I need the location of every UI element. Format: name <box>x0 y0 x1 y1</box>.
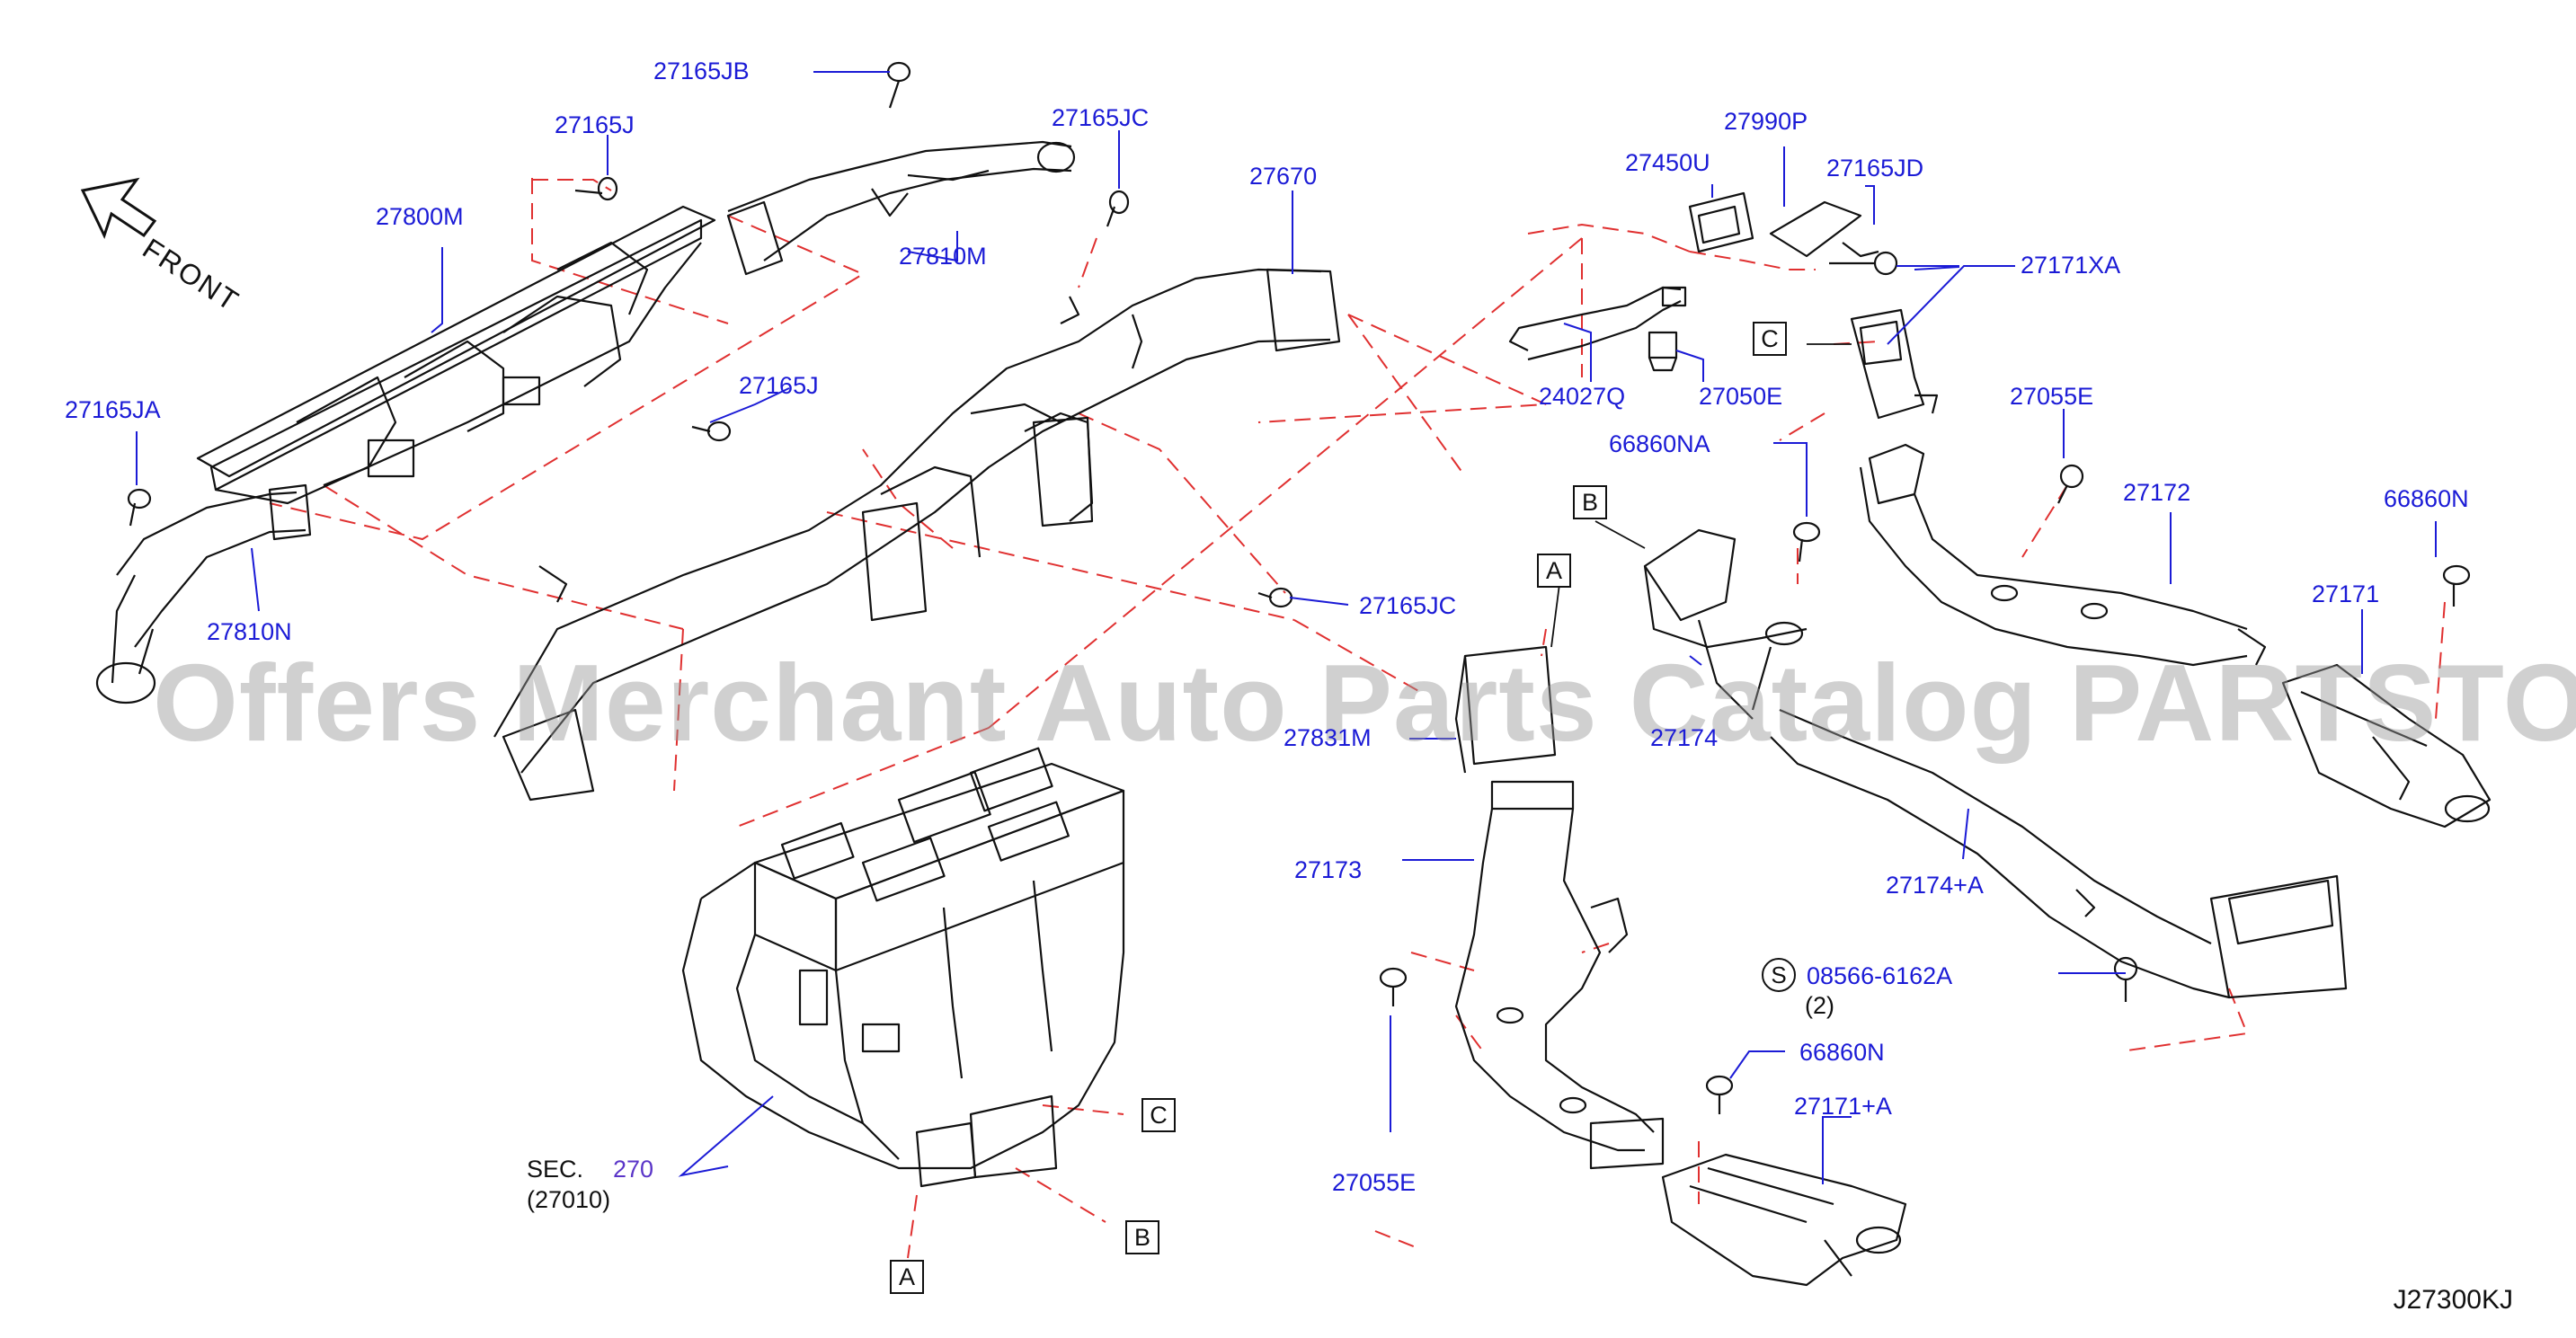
part-label-27670[interactable]: 27670 <box>1249 163 1318 190</box>
fastener-clip-icons <box>127 61 2471 1114</box>
assembly-dashed-lines <box>269 178 2446 1259</box>
part-label-27165ja[interactable]: 27165JA <box>65 396 161 423</box>
part-label-27172[interactable]: 27172 <box>2123 479 2191 506</box>
box-callout-lines <box>1550 343 1852 648</box>
part-label-08566-6162a[interactable]: 08566-6162A <box>1807 962 1953 989</box>
part-label-27165j-top[interactable]: 27165J <box>555 111 635 138</box>
part-label-27173[interactable]: 27173 <box>1294 856 1363 883</box>
part-label-27831m[interactable]: 27831M <box>1284 724 1372 751</box>
duct-27171xa <box>1850 308 1939 420</box>
actuator-27450u <box>1688 191 1754 253</box>
foot-duct-27174 <box>1643 528 1808 720</box>
diagram-code: J27300KJ <box>2393 1285 2513 1315</box>
part-label-27810n[interactable]: 27810N <box>207 618 292 645</box>
part-label-27174[interactable]: 27174 <box>1650 724 1719 751</box>
ref-box-c-lower: C <box>1141 1098 1176 1132</box>
defroster-nozzle-27800m <box>196 205 716 505</box>
ref-box-c-upper: C <box>1753 322 1787 356</box>
part-label-27800m[interactable]: 27800M <box>376 203 464 230</box>
part-qty-08566: (2) <box>1805 992 1834 1019</box>
part-label-27171a[interactable]: 27171+A <box>1794 1093 1892 1120</box>
part-label-66860na[interactable]: 66860NA <box>1609 430 1710 457</box>
sec-label: SEC. <box>527 1156 584 1183</box>
part-label-27055e-right[interactable]: 27055E <box>2010 383 2094 410</box>
side-duct-27810m <box>726 140 1076 276</box>
ref-box-a-upper: A <box>1537 554 1571 588</box>
ref-box-a-lower: A <box>890 1260 924 1294</box>
part-outlines <box>95 61 2492 1287</box>
duct-27174a <box>1770 708 2348 999</box>
part-label-27165jd[interactable]: 27165JD <box>1826 155 1924 182</box>
part-label-27990p[interactable]: 27990P <box>1724 108 1808 135</box>
sec-number-link[interactable]: 270 <box>613 1156 654 1183</box>
sensor-27990p <box>1769 200 1879 258</box>
part-label-27810m[interactable]: 27810M <box>899 243 987 270</box>
duct-27171a <box>1661 1153 1907 1287</box>
hvac-unit-sec-270 <box>681 747 1125 1188</box>
ref-box-b-upper: B <box>1573 485 1607 519</box>
duct-27831m <box>1454 645 1557 774</box>
duct-27171 <box>2281 663 2492 828</box>
part-label-27171[interactable]: 27171 <box>2312 580 2380 607</box>
part-label-27165j-mid[interactable]: 27165J <box>739 372 819 399</box>
part-label-27165jb[interactable]: 27165JB <box>653 58 750 84</box>
center-duct-27670 <box>493 268 1341 802</box>
part-label-66860n-right[interactable]: 66860N <box>2384 485 2469 512</box>
part-label-27450u[interactable]: 27450U <box>1625 149 1710 176</box>
part-label-24027q[interactable]: 24027Q <box>1539 383 1626 410</box>
part-label-27165jc-mid[interactable]: 27165JC <box>1359 592 1457 619</box>
clip-27050e <box>1648 331 1678 372</box>
duct-27173 <box>1454 780 1665 1170</box>
side-duct-27810n <box>95 483 312 704</box>
part-label-27050e[interactable]: 27050E <box>1699 383 1783 410</box>
part-label-27174a[interactable]: 27174+A <box>1886 872 1984 899</box>
part-label-27055e-left[interactable]: 27055E <box>1332 1169 1417 1196</box>
part-label-27171xa[interactable]: 27171XA <box>2021 252 2121 279</box>
part-label-66860n-bottom[interactable]: 66860N <box>1799 1039 1885 1066</box>
harness-24027q <box>1508 286 1687 361</box>
leader-lines <box>136 71 2437 1184</box>
duct-27172 <box>1859 443 2267 667</box>
screw-symbol-s: S <box>1762 958 1796 992</box>
part-label-27165jc-top[interactable]: 27165JC <box>1052 104 1150 131</box>
ref-box-b-lower: B <box>1125 1220 1159 1254</box>
front-arrow-icon <box>80 177 157 239</box>
sec-part-number: (27010) <box>527 1186 611 1213</box>
